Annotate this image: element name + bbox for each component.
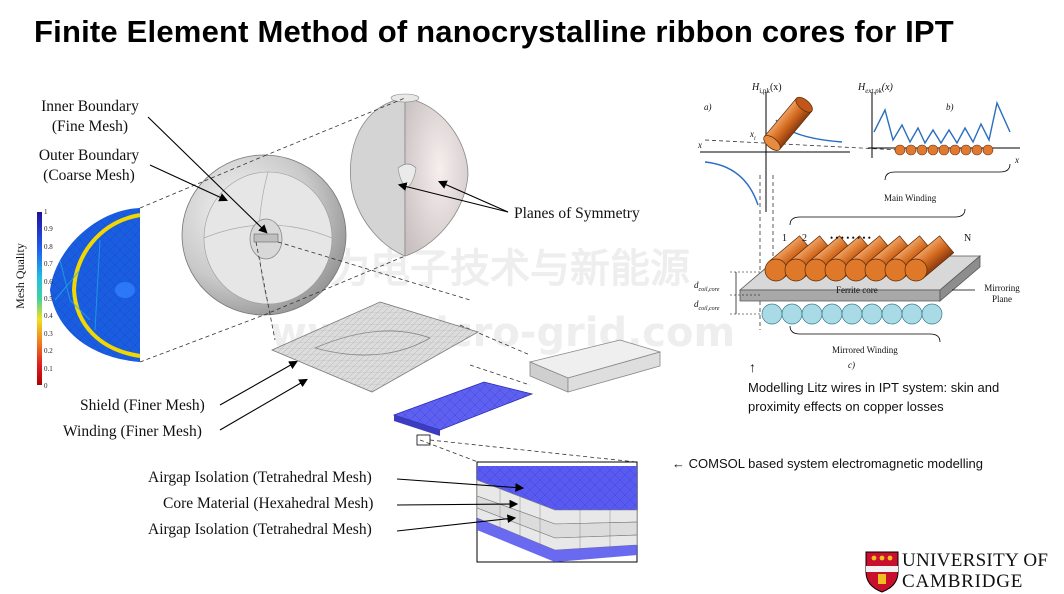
- page-title: Finite Element Method of nanocrystalline…: [34, 14, 954, 49]
- annotation-arrows: [147, 116, 525, 532]
- comsol-caption: ← COMSOL based system electromagnetic mo…: [672, 454, 983, 473]
- litz-label-b: b): [946, 102, 954, 112]
- ferrite-core-label: Ferrite core: [836, 285, 878, 295]
- turn-2-label: 2: [802, 233, 807, 244]
- outer-boundary-label: Outer Boundary (Coarse Mesh): [30, 146, 148, 186]
- d-coil-core-bottom-subscript: coil,core: [698, 305, 720, 312]
- projection-lines: [139, 97, 901, 463]
- comsol-caption-text: COMSOL based system electromagnetic mode…: [688, 456, 983, 471]
- outer-boundary-sub: (Coarse Mesh): [43, 167, 135, 184]
- colorbar-tick-label: 0.2: [44, 347, 53, 356]
- outer-shell: [181, 154, 347, 316]
- mirroring-plane-label: Mirroring Plane: [984, 283, 1020, 304]
- inner-boundary-label: Inner Boundary (Fine Mesh): [36, 97, 144, 137]
- d-coil-core-top-subscript: coil,core: [698, 286, 720, 293]
- h-extpk-symbol: H: [858, 82, 866, 93]
- colorbar-tick-label: 0: [44, 382, 48, 390]
- winding-label: Winding (Finer Mesh): [63, 423, 202, 440]
- turn-dots: • • • • • • • •: [830, 233, 871, 243]
- litz-label-a: a): [704, 102, 712, 112]
- colorbar-tick-label: 0.3: [44, 329, 53, 338]
- inner-boundary-sub: (Fine Mesh): [51, 118, 129, 135]
- cambridge-crest: [865, 551, 899, 593]
- left-arrow-icon: ←: [672, 456, 685, 471]
- winding-slab: [392, 381, 534, 446]
- h-extpk-subscript: ext,pk: [865, 87, 882, 95]
- planes-of-symmetry-label: Planes of Symmetry: [514, 205, 640, 222]
- logo-line2: CAMBRIDGE: [902, 571, 1024, 592]
- colorbar-tick-label: 0.8: [44, 242, 53, 251]
- colorbar-tick-label: 0.4: [44, 312, 53, 321]
- colorbar-tick-label: 0.1: [44, 364, 53, 373]
- h-ipk-subscript: i,pk: [759, 87, 770, 95]
- university-logo-text: UNIVERSITY OF CAMBRIDGE: [902, 550, 1048, 592]
- d-coil-core-bottom-symbol: d: [694, 299, 699, 309]
- colorbar-tick-label: 0.7: [44, 260, 53, 269]
- colorbar-tick-label: 0.5: [44, 295, 53, 303]
- x-axis-label-b: x: [1015, 155, 1019, 165]
- h-extpk-arg: (x): [881, 82, 893, 93]
- half-shell: [349, 93, 469, 257]
- mesh-quality-colorbar: [37, 212, 42, 385]
- watermark-cn: 电力电子技术与新能源: [290, 246, 690, 292]
- h-ipk-arg: (x): [769, 82, 782, 93]
- litz-field-plots: [700, 92, 1020, 212]
- mirrored-winding-label: Mirrored Winding: [832, 345, 898, 355]
- ferrite-slab: [528, 339, 662, 393]
- x-axis-label-a: x: [698, 140, 702, 150]
- litz-caption: Modelling Litz wires in IPT system: skin…: [748, 380, 1000, 414]
- main-winding-top-label: Main Winding: [884, 193, 937, 203]
- colorbar-tick-label: 0.9: [44, 225, 53, 234]
- shield-plate: [270, 301, 480, 393]
- xi-label: xi: [750, 124, 756, 149]
- h-ipk-symbol: H: [752, 82, 760, 93]
- mesh-quality-dome: [50, 208, 141, 362]
- d-coil-core-top-symbol: d: [694, 280, 699, 290]
- xi-symbol: x: [750, 129, 754, 139]
- turn-n-label: N: [964, 233, 972, 244]
- airgap-top-label: Airgap Isolation (Tetrahedral Mesh): [148, 469, 372, 486]
- shield-label: Shield (Finer Mesh): [80, 397, 205, 414]
- d-coil-core-bottom: dcoil,core: [694, 294, 719, 319]
- colorbar-gradient: [37, 212, 42, 385]
- xi-subscript: i: [754, 135, 756, 142]
- colorbar-title: Mesh Quality: [13, 243, 27, 309]
- core-material-label: Core Material (Hexahedral Mesh): [163, 495, 374, 512]
- litz-label-c: c): [848, 360, 855, 370]
- zoom-cross-section: [476, 461, 638, 563]
- logo-line1: UNIVERSITY OF: [902, 550, 1049, 571]
- h-ipk-label: Hi,pk(x): [752, 78, 782, 101]
- d-coil-core-top: dcoil,core: [694, 275, 719, 300]
- up-arrow-icon: ↑: [749, 359, 756, 375]
- litz-winding-diagram: [730, 208, 982, 343]
- colorbar-tick-label: 1: [44, 208, 48, 216]
- outer-boundary-title: Outer Boundary: [38, 147, 140, 164]
- h-extpk-label: Hext,pk(x): [858, 78, 893, 101]
- colorbar-tick-label: 0.6: [44, 277, 53, 286]
- inner-boundary-title: Inner Boundary: [41, 98, 139, 115]
- turn-1-label: 1: [782, 233, 787, 244]
- airgap-bottom-label: Airgap Isolation (Tetrahedral Mesh): [148, 521, 372, 538]
